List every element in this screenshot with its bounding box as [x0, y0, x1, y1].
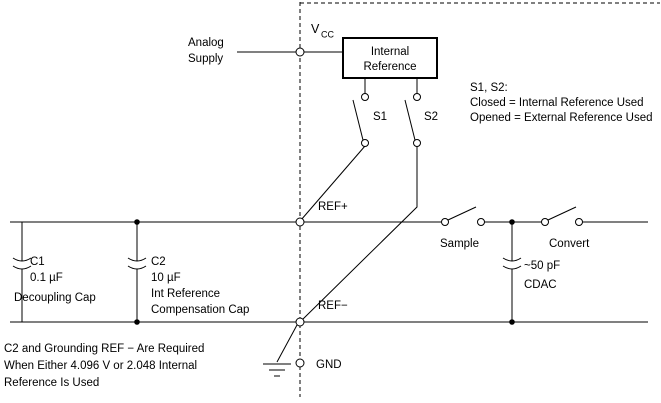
cdac-value-label: ~50 pF: [524, 260, 560, 272]
refplus-pin-label: REF+: [318, 201, 348, 213]
refminus-pin-circle: [295, 317, 305, 327]
switch-convert: [541, 206, 583, 226]
c2-top-plate: [127, 257, 147, 262]
wires: [10, 51, 648, 363]
gnd-pin-circle: [295, 358, 305, 368]
c1-top-plate: [12, 257, 32, 262]
c2-bottom-plate: [127, 265, 147, 270]
footnote-line1: C2 and Grounding REF − Are Required: [4, 343, 204, 355]
vcc-pin-circle: [295, 47, 305, 57]
switch-legend-line3: Opened = External Reference Used: [470, 112, 653, 124]
ground-symbol: [263, 363, 291, 377]
refminus-to-ground-wire: [276, 324, 298, 363]
cdac-top-plate: [502, 257, 522, 262]
chip-boundary: [299, 2, 660, 397]
internal-reference-label-line1: Internal: [371, 46, 409, 58]
gnd-pin-label: GND: [316, 359, 342, 371]
refminus-pin-label: REF−: [318, 300, 348, 312]
convert-blade: [547, 206, 577, 221]
cdac-top-junction-dot: [509, 219, 515, 225]
convert-left-terminal-circle: [541, 218, 549, 226]
switch-legend-line1: S1, S2:: [470, 82, 508, 94]
s1-bottom-terminal-circle: [361, 139, 369, 147]
device-pins: [295, 47, 305, 368]
c2-name-label: C2: [151, 256, 166, 268]
cdac-bottom-junction-dot: [509, 319, 515, 325]
internal-reference-label-line2: Reference: [363, 61, 416, 73]
s1-to-refplus-wire: [300, 145, 366, 221]
capacitor-c2: [127, 222, 147, 322]
analog-supply-label-line1: Analog: [188, 37, 224, 49]
c2-top-junction-dot: [134, 219, 140, 225]
c2-value-label: 10 µF: [151, 272, 181, 284]
c2-desc-label-line2: Compensation Cap: [151, 304, 249, 316]
cdac-bottom-plate: [502, 265, 522, 270]
c2-desc-label-line1: Int Reference: [151, 288, 220, 300]
switch-s2: [404, 93, 421, 147]
capacitor-c1: [12, 222, 32, 322]
footnote-line3: Reference Is Used: [4, 377, 99, 389]
sample-blade: [447, 206, 477, 221]
s1-top-terminal-circle: [361, 93, 369, 101]
c1-value-label: 0.1 µF: [30, 272, 63, 284]
cdac-name-label: CDAC: [524, 279, 557, 291]
analog-supply-label-line2: Supply: [188, 53, 223, 65]
c2-bottom-junction-dot: [134, 319, 140, 325]
internal-reference-box: [342, 37, 438, 79]
convert-right-terminal-circle: [575, 218, 583, 226]
s2-bottom-terminal-circle: [413, 139, 421, 147]
convert-switch-label: Convert: [549, 238, 590, 250]
s1-label: S1: [373, 111, 387, 123]
footnote-line2: When Either 4.096 V or 2.048 Internal: [4, 360, 197, 372]
vcc-label: V: [311, 22, 320, 36]
capacitor-cdac: [502, 222, 522, 322]
c1-desc-label: Decoupling Cap: [14, 292, 96, 304]
c1-bottom-plate: [12, 265, 32, 270]
s2-to-refminus-wire: [301, 146, 418, 321]
refplus-pin-circle: [295, 217, 305, 227]
switch-legend-line2: Closed = Internal Reference Used: [470, 97, 644, 109]
s2-label: S2: [424, 111, 438, 123]
c1-name-label: C1: [30, 256, 45, 268]
switch-s1: [352, 93, 369, 147]
s2-top-terminal-circle: [413, 93, 421, 101]
s1-blade: [352, 99, 364, 141]
labels: Analog Supply V CC Internal Reference S1…: [4, 22, 653, 389]
s2-blade: [404, 99, 416, 141]
sample-switch-label: Sample: [440, 238, 479, 250]
junction-dots: [134, 219, 515, 325]
sample-left-terminal-circle: [441, 218, 449, 226]
switch-sample: [441, 206, 485, 226]
vcc-label-subscript: CC: [321, 30, 334, 40]
sample-right-terminal-circle: [477, 218, 485, 226]
